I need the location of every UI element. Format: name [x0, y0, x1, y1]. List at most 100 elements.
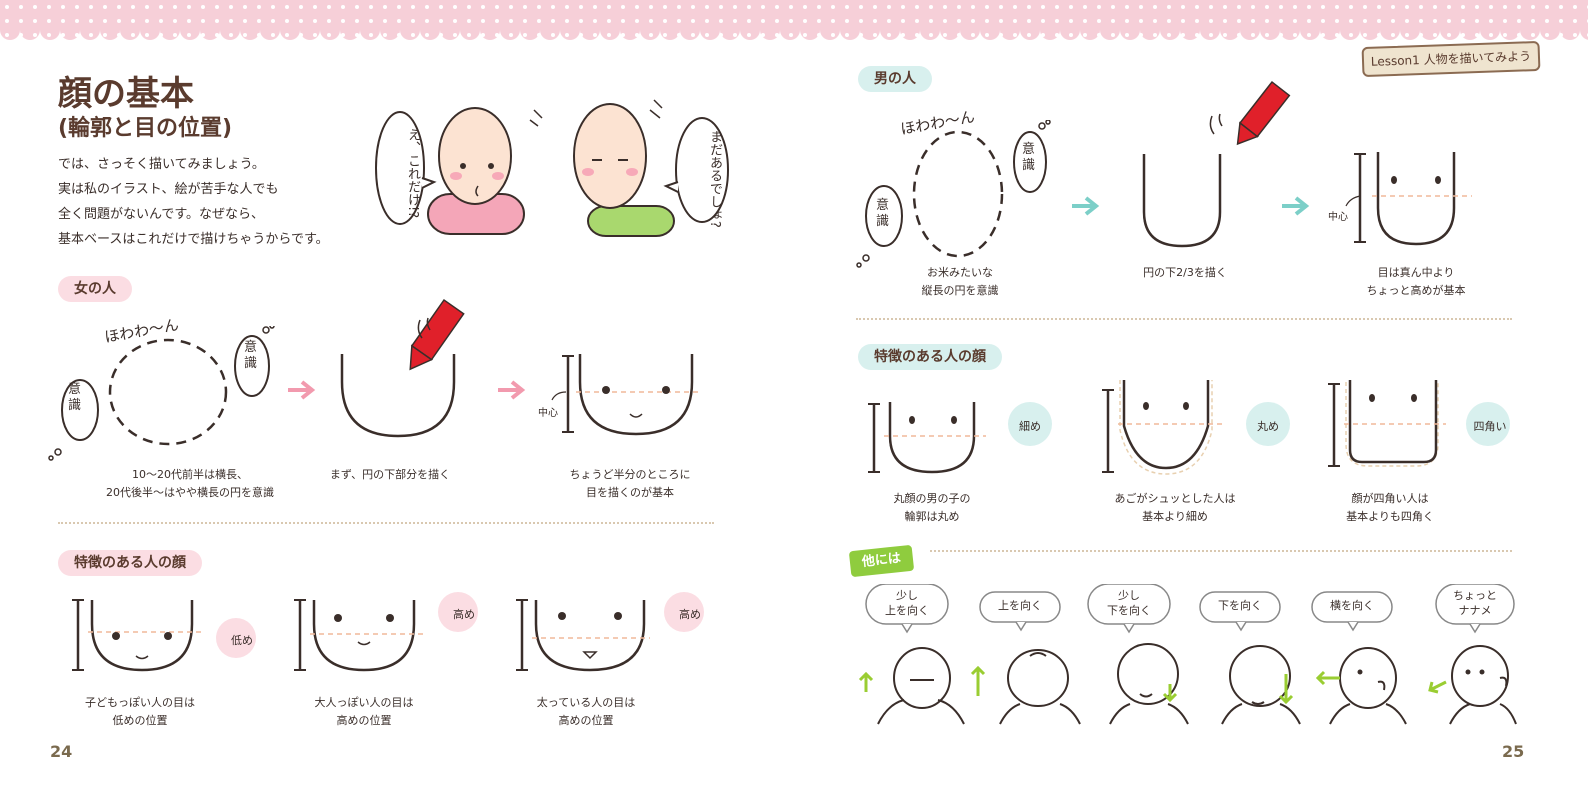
scallop	[680, 20, 700, 40]
speech-bubble-left	[375, 111, 425, 225]
scallop	[220, 20, 240, 40]
direction-label: 上を向く	[980, 598, 1060, 613]
intro-line: 基本ベースはこれだけで描けちゃうからです。	[58, 232, 329, 247]
scallop	[1020, 20, 1040, 40]
scallop	[1280, 20, 1300, 40]
woman-steps-drawing	[288, 298, 698, 438]
scallop	[380, 20, 400, 40]
feature-face	[294, 592, 478, 672]
scallop	[840, 20, 860, 40]
caption-line: 基本よりも四角く	[1346, 510, 1434, 523]
bubble-line: え、	[405, 128, 420, 154]
scallop	[1500, 20, 1520, 40]
intro-characters	[375, 99, 729, 237]
intro-line: では、さっそく描いてみましょう。	[58, 157, 265, 172]
ishiki-label: 意識	[244, 340, 258, 371]
scallop	[260, 20, 280, 40]
direction-line: 横を向く	[1330, 599, 1374, 612]
scallop	[1160, 20, 1180, 40]
scallop	[1000, 20, 1020, 40]
arrow-diagonal-icon	[1428, 680, 1447, 694]
scallop	[800, 20, 820, 40]
scallop	[620, 20, 640, 40]
others-label: 他には	[848, 544, 915, 578]
caption-line: 縦長の円を意識	[921, 284, 999, 297]
arrow-up-icon	[858, 671, 874, 692]
scallop	[1520, 20, 1540, 40]
page-subtitle: (輪郭と目の位置)	[58, 116, 233, 141]
feature-tag: 細め	[1019, 420, 1041, 433]
man-features-drawing	[868, 380, 1510, 475]
scallop	[1360, 20, 1380, 40]
feature-face	[868, 402, 1052, 474]
scallop	[880, 20, 900, 40]
feature-face	[1102, 380, 1290, 475]
feature-face	[516, 592, 704, 672]
lesson-tab: Lesson1 人物を描いてみよう	[1361, 40, 1541, 78]
caption-line: 基本より細め	[1142, 510, 1208, 523]
scallop	[1560, 20, 1580, 40]
boy-head	[573, 103, 647, 209]
arrow-right-icon	[1072, 196, 1100, 216]
caption-line: 目を描くのが基本	[586, 486, 674, 499]
scallop	[820, 20, 840, 40]
header-band	[0, 0, 1588, 40]
scallop	[1320, 20, 1340, 40]
scallop	[400, 20, 420, 40]
ishiki-label: 意識	[1022, 142, 1036, 173]
scallop	[860, 20, 880, 40]
direction-line: 下を向く	[1218, 599, 1262, 612]
center-label: 中心	[538, 408, 558, 419]
scallop	[940, 20, 960, 40]
feature-tag: 四角い	[1473, 420, 1507, 433]
scallop	[540, 20, 560, 40]
section-label-man: 男の人	[858, 66, 932, 92]
direction-line: 上を向く	[998, 599, 1042, 612]
caption-line: 大人っぽい人の目は	[314, 696, 414, 709]
step-caption: ちょうど半分のところに 目を描くのが基本	[540, 466, 720, 502]
feature-caption: あごがシュッとした人は 基本より細め	[1090, 490, 1260, 526]
scallop	[740, 20, 760, 40]
center-label: 中心	[1328, 212, 1348, 223]
caption-line: まず、円の下部分を描く	[329, 468, 451, 481]
feature-tag: 丸め	[1257, 420, 1279, 433]
scallop	[280, 20, 300, 40]
feature-caption: 子どもっぽい人の目は 低めの位置	[60, 694, 220, 730]
caption-line: 20代後半〜はやや横長の円を意識	[106, 486, 274, 499]
intro-line: 全く問題がないんです。なぜなら、	[58, 207, 265, 222]
direction-label: 横を向く	[1312, 598, 1392, 613]
direction-line: 少し	[1118, 589, 1140, 602]
scallop	[1240, 20, 1260, 40]
feature-tag: 高め	[679, 608, 701, 621]
scallop	[180, 20, 200, 40]
boy-body	[587, 205, 675, 237]
scallop	[1060, 20, 1080, 40]
direction-line: ナナメ	[1458, 604, 1492, 617]
scallop	[360, 20, 380, 40]
arrow-right-icon	[288, 380, 316, 400]
page-title: 顔の基本	[58, 74, 194, 114]
scallop	[300, 20, 320, 40]
scallop	[460, 20, 480, 40]
step-caption: 円の下2/3を描く	[1110, 264, 1260, 282]
scallop	[40, 20, 60, 40]
scallop	[1480, 20, 1500, 40]
scallop	[900, 20, 920, 40]
scallop	[60, 20, 80, 40]
bubble-left-text: え、これだけ!?	[380, 128, 420, 218]
step-caption: まず、円の下部分を描く	[300, 466, 480, 484]
ishiki-label: 意識	[876, 198, 890, 229]
caption-line: 円の下2/3を描く	[1143, 266, 1227, 279]
scallop	[580, 20, 600, 40]
feature-face	[72, 599, 256, 672]
scallop	[240, 20, 260, 40]
step-caption: 10〜20代前半は横長、 20代後半〜はやや横長の円を意識	[80, 466, 300, 502]
man-step1-drawing	[856, 120, 1051, 268]
scallop	[640, 20, 660, 40]
scallop	[420, 20, 440, 40]
caption-line: 太っている人の目は	[536, 696, 636, 709]
direction-line: 少し	[896, 589, 918, 602]
caption-line: 低めの位置	[112, 714, 168, 727]
caption-line: 10〜20代前半は横長、	[132, 468, 248, 481]
scallop	[720, 20, 740, 40]
